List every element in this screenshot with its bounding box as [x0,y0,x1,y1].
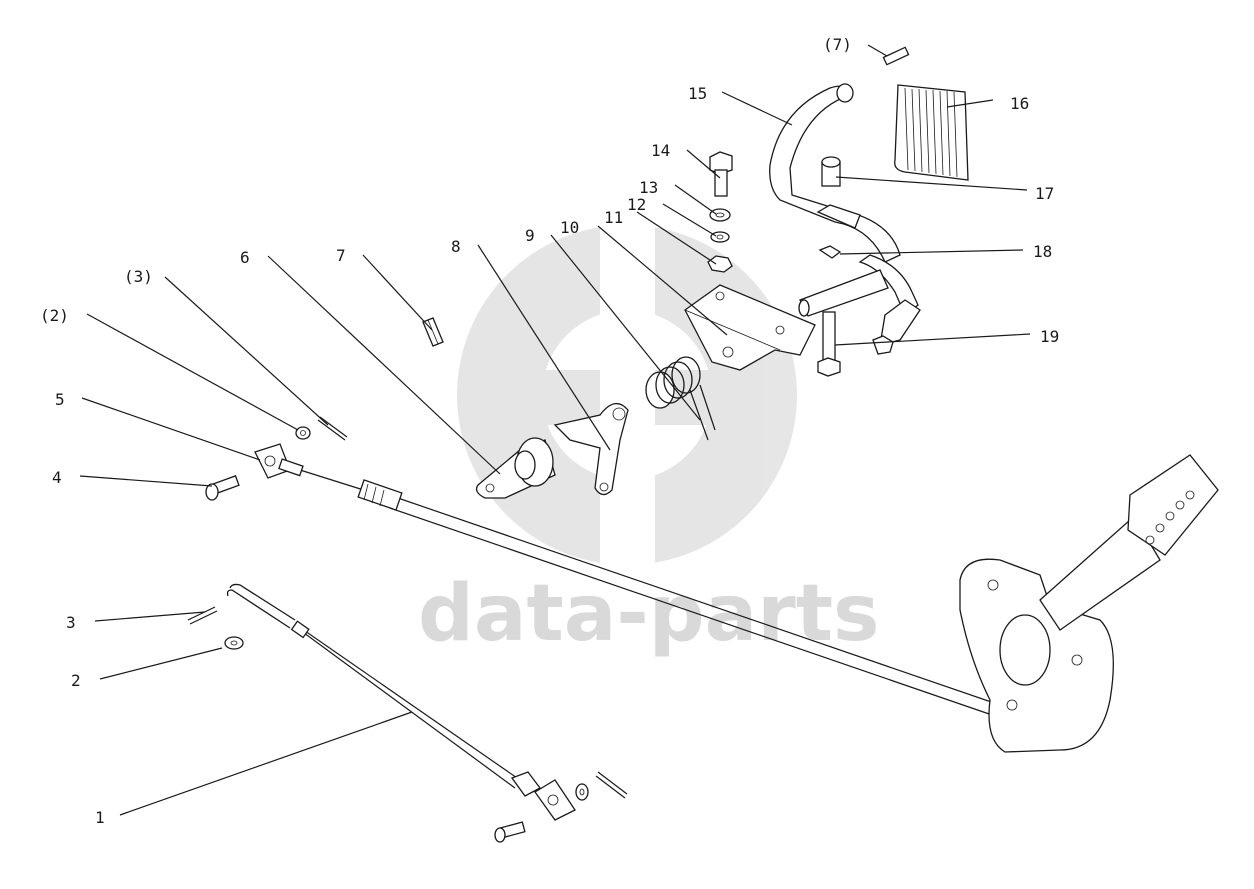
pin-part-4 [205,475,240,501]
washer-part-13b [709,208,731,222]
watermark-text: data-parts [418,569,879,659]
callout-18: 18 [1033,242,1052,261]
callout-5: 5 [55,390,65,409]
callout-17: 17 [1035,184,1054,203]
clevis-part-5 [254,443,304,479]
leader-lines [79,44,1031,816]
bolt-part-14 [709,151,733,197]
callout-15: 15 [688,84,707,103]
main-cable [299,469,1001,717]
bolt-part-19 [817,311,894,377]
bracket-part-10 [684,284,816,371]
washer-upper [295,426,311,440]
pin-part-7 [422,317,444,347]
pin-part-7-top [882,46,910,66]
washer-part-2 [224,636,244,650]
callout-paren-3: (3) [124,267,153,286]
spring-part-9 [645,356,716,441]
callout-7: 7 [336,246,346,265]
washer-lower [575,783,589,801]
callout-6: 6 [240,248,250,267]
bushing-part-17 [821,156,841,187]
lever-part-8 [553,403,629,496]
callout-paren-7: (7) [823,35,852,54]
split-pin-upper [317,416,348,441]
callout-labels: 1 2 3 4 5 (2) (3) 6 7 8 9 10 11 12 13 14… [40,35,1059,827]
callout-19: 19 [1040,327,1059,346]
callout-4: 4 [52,468,62,487]
callout-paren-2: (2) [40,306,69,325]
split-pin-part-3 [187,606,218,625]
callout-8: 8 [451,237,461,256]
callout-12: 12 [627,195,646,214]
nut-part-12 [707,255,733,273]
watermark-logo [457,215,797,575]
shaft-part-18 [798,245,889,317]
pin-lower [494,821,526,843]
pedal-arm-part-15 [769,83,921,346]
callout-2: 2 [71,671,81,690]
callout-14: 14 [651,141,670,160]
callout-16: 16 [1010,94,1029,113]
callout-3: 3 [66,613,76,632]
rod-part-1 [226,583,576,821]
pedal-pad-part-16 [894,84,969,181]
split-pin-lower [595,771,628,799]
callout-10: 10 [560,218,579,237]
callout-1: 1 [95,808,105,827]
lever-part-6 [475,437,556,499]
washer-part-13a [710,231,730,243]
pedal-plate [959,454,1219,753]
callout-11: 11 [604,208,623,227]
callout-13: 13 [639,178,658,197]
callout-9: 9 [525,226,535,245]
